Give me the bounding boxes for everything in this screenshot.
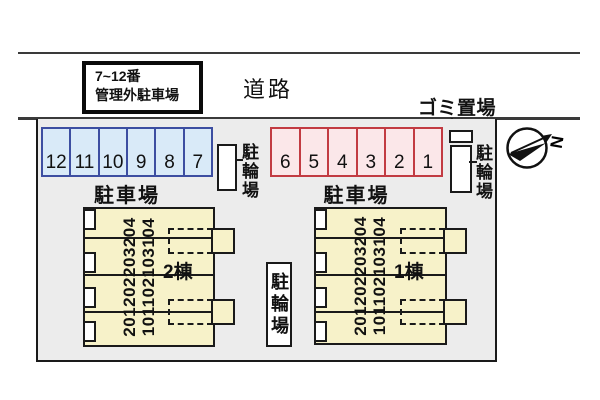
bike-shed-left-tick <box>235 159 243 161</box>
building-1-name: 1棟 <box>394 262 424 283</box>
building-1-entrance-4 <box>314 321 327 342</box>
stall-8: 8 <box>156 129 185 175</box>
building-1-wing-2 <box>443 299 467 325</box>
stall-5: 5 <box>301 129 329 175</box>
parking-row-right: 6 5 4 3 2 1 <box>270 127 443 177</box>
compass-circle <box>506 127 548 169</box>
building-1-dashed-area-2 <box>400 299 445 325</box>
building-1: 201202203204 101102103104 1棟 <box>314 207 467 345</box>
road-line-top <box>18 52 580 54</box>
stall-10: 10 <box>100 129 128 175</box>
stall-1: 1 <box>422 152 434 173</box>
parking-label-left: 駐車場 <box>94 185 160 207</box>
building-1-units-1f: 101102103104 <box>370 216 389 336</box>
stall-9: 9 <box>128 129 157 175</box>
building-2-name: 2棟 <box>163 262 193 283</box>
building-1-entrance-1 <box>314 209 327 230</box>
bike-parking-label-left: 駐輪場 <box>239 143 258 200</box>
road-line-bottom <box>18 117 580 120</box>
building-2-units-2f: 201202203204 <box>120 217 139 337</box>
building-1-entrance-3 <box>314 287 327 308</box>
compass-arrow-line <box>510 135 549 154</box>
building-1-units-2f: 201202203204 <box>351 216 370 336</box>
compass-arrowhead <box>541 134 552 143</box>
building-1-entrance-2 <box>314 252 327 273</box>
compass-north-letter: N <box>546 134 567 149</box>
stall-7: 7 <box>192 152 204 173</box>
bike-shed-left <box>217 144 237 191</box>
stall-12: 12 <box>43 129 72 175</box>
parking-row-left: 12 11 10 9 8 7 <box>41 127 213 177</box>
building-1-dashed-area-1 <box>400 228 445 254</box>
compass-wedge <box>508 143 546 161</box>
building-2-wing-1 <box>211 228 235 254</box>
stall-3: 3 <box>358 129 386 175</box>
bike-parking-label-right: 駐輪場 <box>473 144 492 201</box>
building-2-entrance-1 <box>83 209 96 230</box>
note-line-1: 7~12番 <box>95 68 141 84</box>
building-2: 201202203204 101102103104 2棟 <box>83 207 235 347</box>
stall-11: 11 <box>71 129 100 175</box>
building-2-entrance-4 <box>83 321 96 342</box>
building-2-divider-2 <box>85 274 213 276</box>
stall-4: 4 <box>329 129 358 175</box>
bike-shed-right <box>450 145 472 193</box>
bike-shed-right-tick <box>469 161 477 163</box>
garbage-area-label: ゴミ置場 <box>418 98 497 119</box>
building-2-dashed-area-1 <box>168 228 213 254</box>
bike-shed-center: 駐輪場 <box>266 262 292 347</box>
bike-parking-label-center: 駐輪場 <box>269 271 289 338</box>
building-1-wing-1 <box>443 228 467 254</box>
stall-2: 2 <box>386 129 415 175</box>
stall-6: 6 <box>272 129 301 175</box>
building-2-entrance-3 <box>83 287 96 308</box>
building-1-divider-2 <box>316 274 445 276</box>
building-2-wing-2 <box>211 299 235 325</box>
compass-north-icon: N <box>506 127 567 169</box>
building-2-units-1f: 101102103104 <box>139 217 158 337</box>
building-2-divider-1 <box>85 237 213 239</box>
building-2-divider-3 <box>85 311 213 313</box>
parking-label-right: 駐車場 <box>323 185 390 207</box>
building-2-entrance-2 <box>83 252 96 273</box>
garbage-box <box>449 130 473 143</box>
road-label: 道路 <box>243 77 294 102</box>
building-1-divider-1 <box>316 237 445 239</box>
building-2-dashed-area-2 <box>168 299 213 325</box>
note-line-2: 管理外駐車場 <box>95 87 179 103</box>
unmanaged-parking-note: 7~12番 管理外駐車場 <box>82 61 203 114</box>
building-1-divider-3 <box>316 311 445 313</box>
